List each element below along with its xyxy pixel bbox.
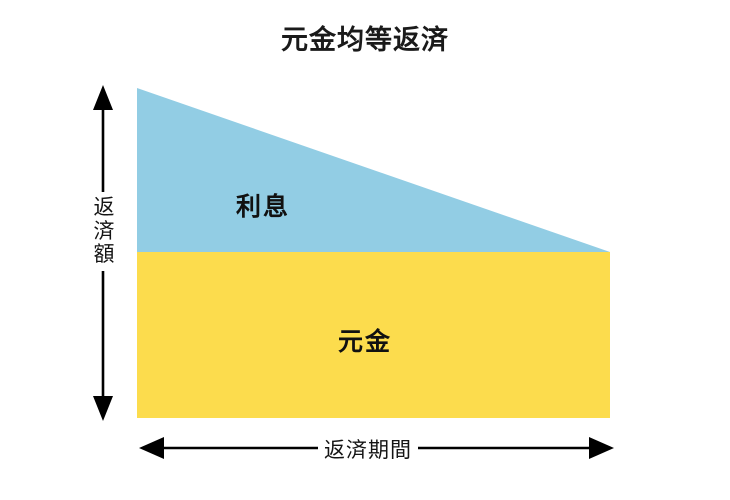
- y-axis-label-char-2: 済: [93, 218, 115, 243]
- y-axis-label: 返 済 額: [88, 192, 120, 271]
- series-label-principal: 元金: [338, 327, 393, 356]
- page-title: 元金均等返済: [281, 25, 449, 56]
- series-label-interest: 利息: [236, 192, 291, 221]
- series-area-principal: [137, 252, 610, 418]
- y-axis-label-char-3: 額: [93, 242, 115, 267]
- y-axis-label-char-1: 返: [93, 195, 115, 219]
- series-area-interest: [137, 88, 610, 252]
- x-axis-label: 返済期間: [318, 434, 418, 464]
